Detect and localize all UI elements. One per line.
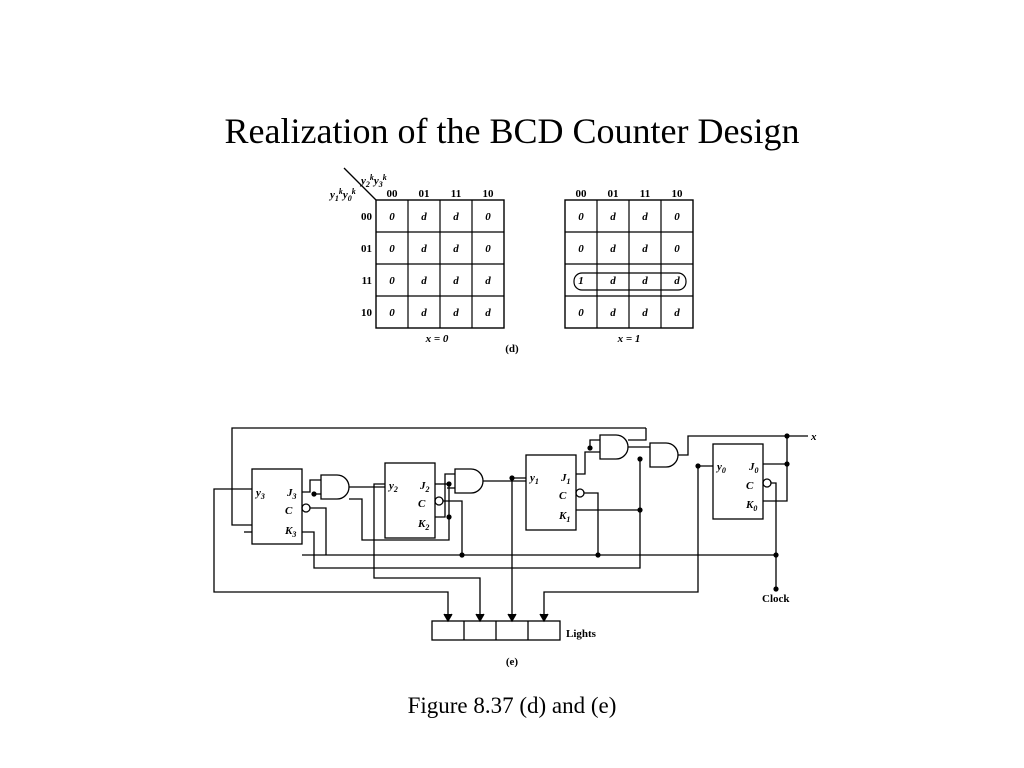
kmap-cell: 0 <box>674 243 680 255</box>
clock-bubble <box>301 503 311 513</box>
kmap-cell: d <box>610 243 616 255</box>
and-gate <box>320 474 350 500</box>
kmap-cell: d <box>453 275 459 287</box>
and-gate <box>454 468 484 494</box>
kmap-cell: d <box>610 307 616 319</box>
kmap-cell: d <box>642 211 648 223</box>
kmap-cell: d <box>421 307 427 319</box>
kmap-x0-row-header: 10 <box>361 307 373 319</box>
wiring <box>213 427 808 621</box>
flipflop-2-labels: y2 J2 C K2 <box>387 480 430 532</box>
kmap-x0-col-header: 00 <box>387 188 399 200</box>
kmap-cell: 1 <box>578 275 584 287</box>
ff1-k-label: K1 <box>558 510 570 524</box>
kmap-cell: d <box>485 275 491 287</box>
kmap-cell: d <box>421 243 427 255</box>
ff2-j-label: J2 <box>419 480 430 494</box>
kmap-cell: d <box>453 211 459 223</box>
and-gate <box>649 442 679 468</box>
kmap-cell: 0 <box>578 243 584 255</box>
clock-bubble <box>575 488 585 498</box>
kmap-col-variable: y2ky3k <box>359 173 387 189</box>
kmap-x0-row-header: 00 <box>361 211 373 223</box>
kmap-cell: 0 <box>485 211 491 223</box>
ff3-k-label: K3 <box>284 525 296 539</box>
kmap-cell: 0 <box>674 211 680 223</box>
kmap-cell: 0 <box>389 243 395 255</box>
ff1-output-label: y1 <box>528 472 539 486</box>
kmap-figure: y2ky3k y1ky0k 00 01 11 10 00 01 11 10 0 … <box>328 167 694 355</box>
ff2-c-label: C <box>418 498 426 510</box>
kmap-x1-col-header: 11 <box>640 188 650 200</box>
and-gate <box>599 434 629 460</box>
kmap-cell: d <box>674 307 680 319</box>
kmap-cell: d <box>453 307 459 319</box>
kmap-cell: d <box>642 243 648 255</box>
kmap-cell: 0 <box>389 307 395 319</box>
kmap-x0-col-header: 11 <box>451 188 461 200</box>
figure-tag-d: (d) <box>505 343 519 355</box>
clock-bubble <box>434 496 444 506</box>
kmap-cell: d <box>674 275 680 287</box>
kmap-x1-col-header: 00 <box>576 188 588 200</box>
figure-tag-e: (e) <box>506 656 519 668</box>
ff3-j-label: J3 <box>286 487 297 501</box>
kmap-cell: d <box>485 307 491 319</box>
ff1-c-label: C <box>559 490 567 502</box>
svg-text:y2ky3k: y2ky3k <box>359 173 387 189</box>
slide-title: Realization of the BCD Counter Design <box>224 111 800 151</box>
flipflop-1-labels: y1 J1 C K1 <box>528 472 571 524</box>
clock-bubble <box>762 478 772 488</box>
kmap-cell: 0 <box>578 211 584 223</box>
kmap-corner-diagonal <box>343 167 377 201</box>
kmap-row-variable: y1ky0k <box>328 187 356 203</box>
flipflop-3-labels: y3 J3 C K3 <box>254 487 297 539</box>
ff0-j-label: J0 <box>748 461 759 475</box>
kmap-cell: d <box>421 211 427 223</box>
flipflop-0-labels: y0 J0 C K0 <box>715 461 759 513</box>
kmap-cell: 0 <box>485 243 491 255</box>
kmap-cell: 0 <box>578 307 584 319</box>
ff1-j-label: J1 <box>560 472 571 486</box>
svg-text:y1ky0k: y1ky0k <box>328 187 356 203</box>
kmap-cell: d <box>453 243 459 255</box>
input-x-label: x <box>810 431 817 443</box>
circuit-figure <box>213 427 808 641</box>
ff3-output-label: y3 <box>254 487 265 501</box>
lights-label: Lights <box>566 628 597 640</box>
ff0-c-label: C <box>746 480 754 492</box>
kmap-x1-label: x = 1 <box>617 333 641 345</box>
ff2-k-label: K2 <box>417 518 429 532</box>
kmap-cell: d <box>610 211 616 223</box>
junction-dots <box>311 433 790 592</box>
clock-label: Clock <box>762 593 790 605</box>
kmap-x0: 00 01 11 10 00 01 11 10 0 d d 0 0 d d 0 … <box>361 188 505 345</box>
kmap-cell: d <box>642 275 648 287</box>
ff3-c-label: C <box>285 505 293 517</box>
kmap-x1-col-header: 01 <box>608 188 619 200</box>
kmap-x1: 00 01 11 10 0 d d 0 0 d d 0 1 d d d 0 d … <box>564 188 694 345</box>
kmap-cell: 0 <box>389 211 395 223</box>
kmap-cell: d <box>421 275 427 287</box>
kmap-x0-col-header: 01 <box>419 188 430 200</box>
ff0-output-label: y0 <box>715 461 726 475</box>
kmap-group-loop <box>573 272 687 291</box>
kmap-x0-row-header: 01 <box>361 243 372 255</box>
kmap-cell: d <box>610 275 616 287</box>
kmap-x0-row-header: 11 <box>362 275 372 287</box>
kmap-x0-label: x = 0 <box>425 333 449 345</box>
figure-caption: Figure 8.37 (d) and (e) <box>407 693 617 718</box>
kmap-cell: d <box>642 307 648 319</box>
kmap-cell: 0 <box>389 275 395 287</box>
kmap-x0-col-header: 10 <box>483 188 495 200</box>
ff0-k-label: K0 <box>745 499 757 513</box>
ff2-output-label: y2 <box>387 480 398 494</box>
kmap-x1-col-header: 10 <box>672 188 684 200</box>
